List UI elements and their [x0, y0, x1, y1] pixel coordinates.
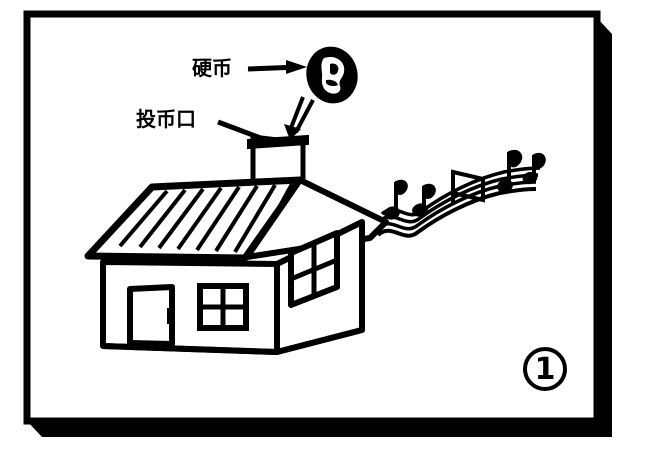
- door-handle: [167, 308, 175, 324]
- music-note-1: [384, 179, 408, 220]
- coin-label-arrow: [247, 60, 307, 74]
- music-note-3: [451, 169, 485, 205]
- house-door: [127, 284, 175, 347]
- coin-label: 硬币: [192, 56, 232, 80]
- house: [84, 96, 389, 355]
- coin-slot-leader-line: [217, 119, 267, 143]
- coin-label-group: 硬币: [192, 56, 307, 80]
- music-note-5: [522, 152, 546, 185]
- house-window-side: [288, 230, 340, 308]
- figure-number-badge: 1: [523, 347, 567, 391]
- coin-slot-label: 投币口: [136, 107, 196, 131]
- music-note-4: [497, 149, 523, 193]
- music-note-2: [412, 183, 436, 217]
- figure-number: 1: [535, 352, 556, 387]
- music-notes: [376, 149, 546, 238]
- house-window-front: [197, 283, 249, 331]
- coin-drop-arrow: [284, 96, 315, 140]
- coin: [306, 46, 358, 104]
- coin-slot-label-group: 投币口: [136, 107, 267, 143]
